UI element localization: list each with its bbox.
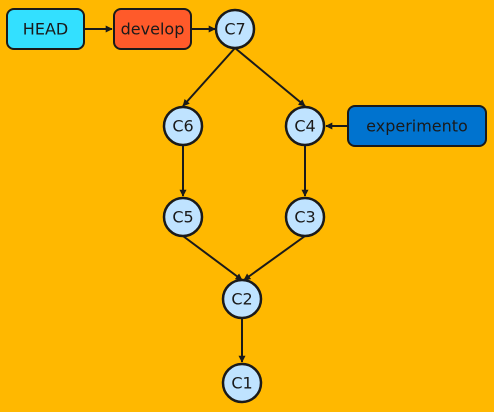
ref-head: HEAD bbox=[6, 8, 85, 50]
ref-develop-label: develop bbox=[121, 20, 185, 39]
ref-develop-box bbox=[113, 8, 192, 50]
commit-c3-label: C3 bbox=[294, 208, 315, 227]
edge-c3-to-c2 bbox=[243, 235, 306, 281]
commit-c4-label: C4 bbox=[294, 117, 315, 136]
ref-experimento-box bbox=[347, 105, 487, 147]
commit-c4-node bbox=[284, 105, 326, 147]
commit-c2-node bbox=[221, 278, 263, 320]
commit-c3-node bbox=[284, 196, 326, 238]
commit-c4: C4 bbox=[284, 105, 326, 147]
commit-c5: C5 bbox=[162, 196, 204, 238]
commit-c7-node bbox=[214, 8, 256, 50]
ref-develop: develop bbox=[113, 8, 192, 50]
commit-c7-label: C7 bbox=[224, 20, 245, 39]
commit-c5-node bbox=[162, 196, 204, 238]
ref-head-box bbox=[6, 8, 85, 50]
commit-c2: C2 bbox=[221, 278, 263, 320]
ref-experimento: experimento bbox=[347, 105, 487, 147]
edge-c7-to-c6 bbox=[182, 47, 236, 107]
ref-head-label: HEAD bbox=[23, 20, 68, 39]
commit-c6-node bbox=[162, 105, 204, 147]
edges bbox=[84, 25, 348, 363]
commit-c7: C7 bbox=[214, 8, 256, 50]
commit-c6: C6 bbox=[162, 105, 204, 147]
commit-c5-label: C5 bbox=[172, 208, 193, 227]
edge-c5-to-c2 bbox=[182, 235, 243, 281]
edge-c7-to-c4 bbox=[234, 47, 306, 107]
commit-c3: C3 bbox=[284, 196, 326, 238]
commit-c6-label: C6 bbox=[172, 117, 193, 136]
commit-c2-label: C2 bbox=[231, 290, 252, 309]
commit-c1-node bbox=[221, 362, 263, 404]
ref-experimento-label: experimento bbox=[366, 117, 468, 136]
commit-c1: C1 bbox=[221, 362, 263, 404]
commit-c1-label: C1 bbox=[231, 374, 252, 393]
